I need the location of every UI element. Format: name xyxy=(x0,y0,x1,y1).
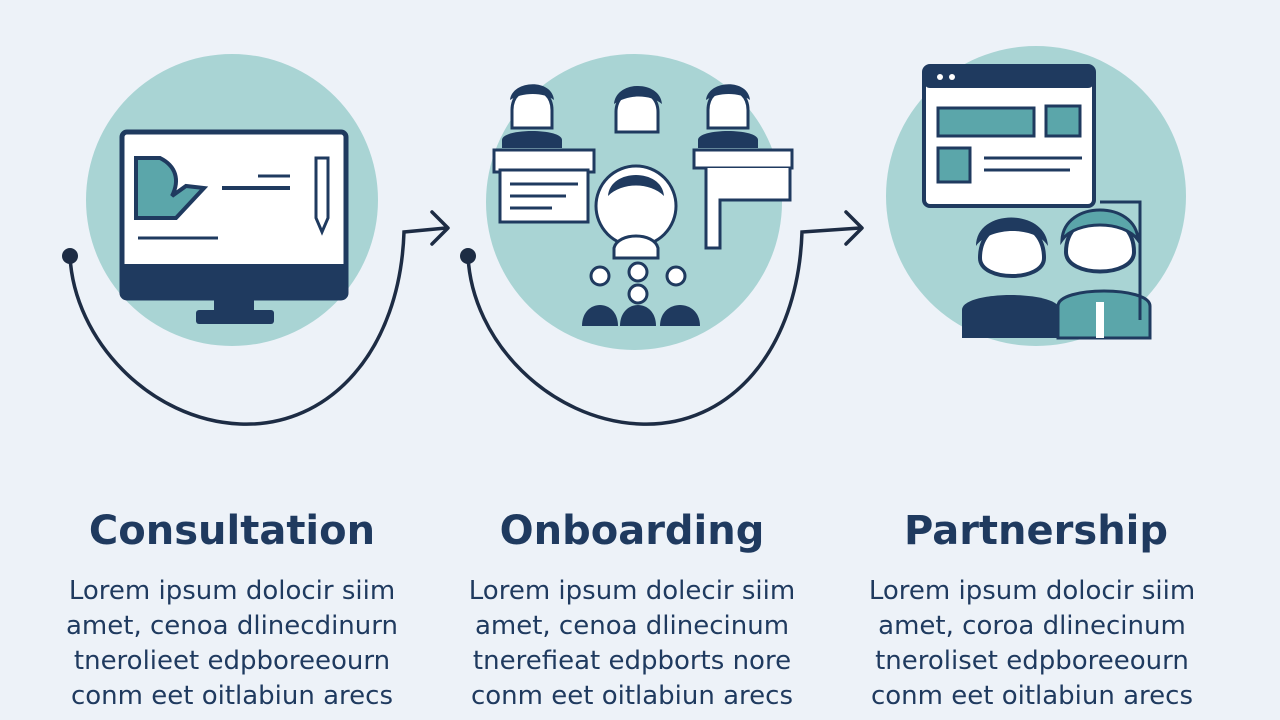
monitor-icon xyxy=(119,129,349,324)
step-3-line-2: amet, coroa dlinecinum xyxy=(878,611,1186,641)
step-2-line-3: tnerefieat edpborts nore xyxy=(472,646,792,676)
step-3-line-1: Lorem ipsum dolocir siim xyxy=(868,576,1196,606)
step-2-line-2: amet, cenoa dlinecinum xyxy=(474,611,790,641)
connector-1-curve xyxy=(68,226,448,426)
connector-2-curve xyxy=(466,226,862,426)
step-1-line-3: tnerolieet edpboreeourn xyxy=(73,646,391,676)
connector-1-arrowhead xyxy=(430,210,450,246)
step-1-description: Lorem ipsum dolocir siim amet, cenoa dli… xyxy=(32,574,432,714)
connector-2 xyxy=(460,210,864,426)
step-2-line-4: conm eet oitlabiun arecs xyxy=(470,681,794,711)
step-2-illustration xyxy=(486,54,794,350)
step-3-title: Partnership xyxy=(903,508,1169,554)
team-meeting-icon xyxy=(492,84,794,326)
step-1-illustration xyxy=(86,54,378,346)
step-1-line-4: conm eet oitlabiun arecs xyxy=(70,681,394,711)
step-2-description: Lorem ipsum dolecir siim amet, cenoa dli… xyxy=(432,574,832,714)
step-3-line-3: tneroliset edpboreeourn xyxy=(875,646,1189,676)
step-1-line-2: amet, cenoa dlinecdinurn xyxy=(66,611,398,641)
step-1-title: Consultation xyxy=(88,508,376,554)
connector-2-arrowhead xyxy=(844,210,864,246)
step-3-description: Lorem ipsum dolocir siim amet, coroa dli… xyxy=(832,574,1232,714)
step-2-line-1: Lorem ipsum dolecir siim xyxy=(468,576,796,606)
partners-icon xyxy=(922,64,1152,340)
connector-1 xyxy=(62,210,450,426)
step-1-line-1: Lorem ipsum dolocir siim xyxy=(68,576,396,606)
step-2-title: Onboarding xyxy=(499,508,765,554)
step-3-line-4: conm eet oitlabiun arecs xyxy=(870,681,1194,711)
step-3-illustration xyxy=(886,46,1186,346)
